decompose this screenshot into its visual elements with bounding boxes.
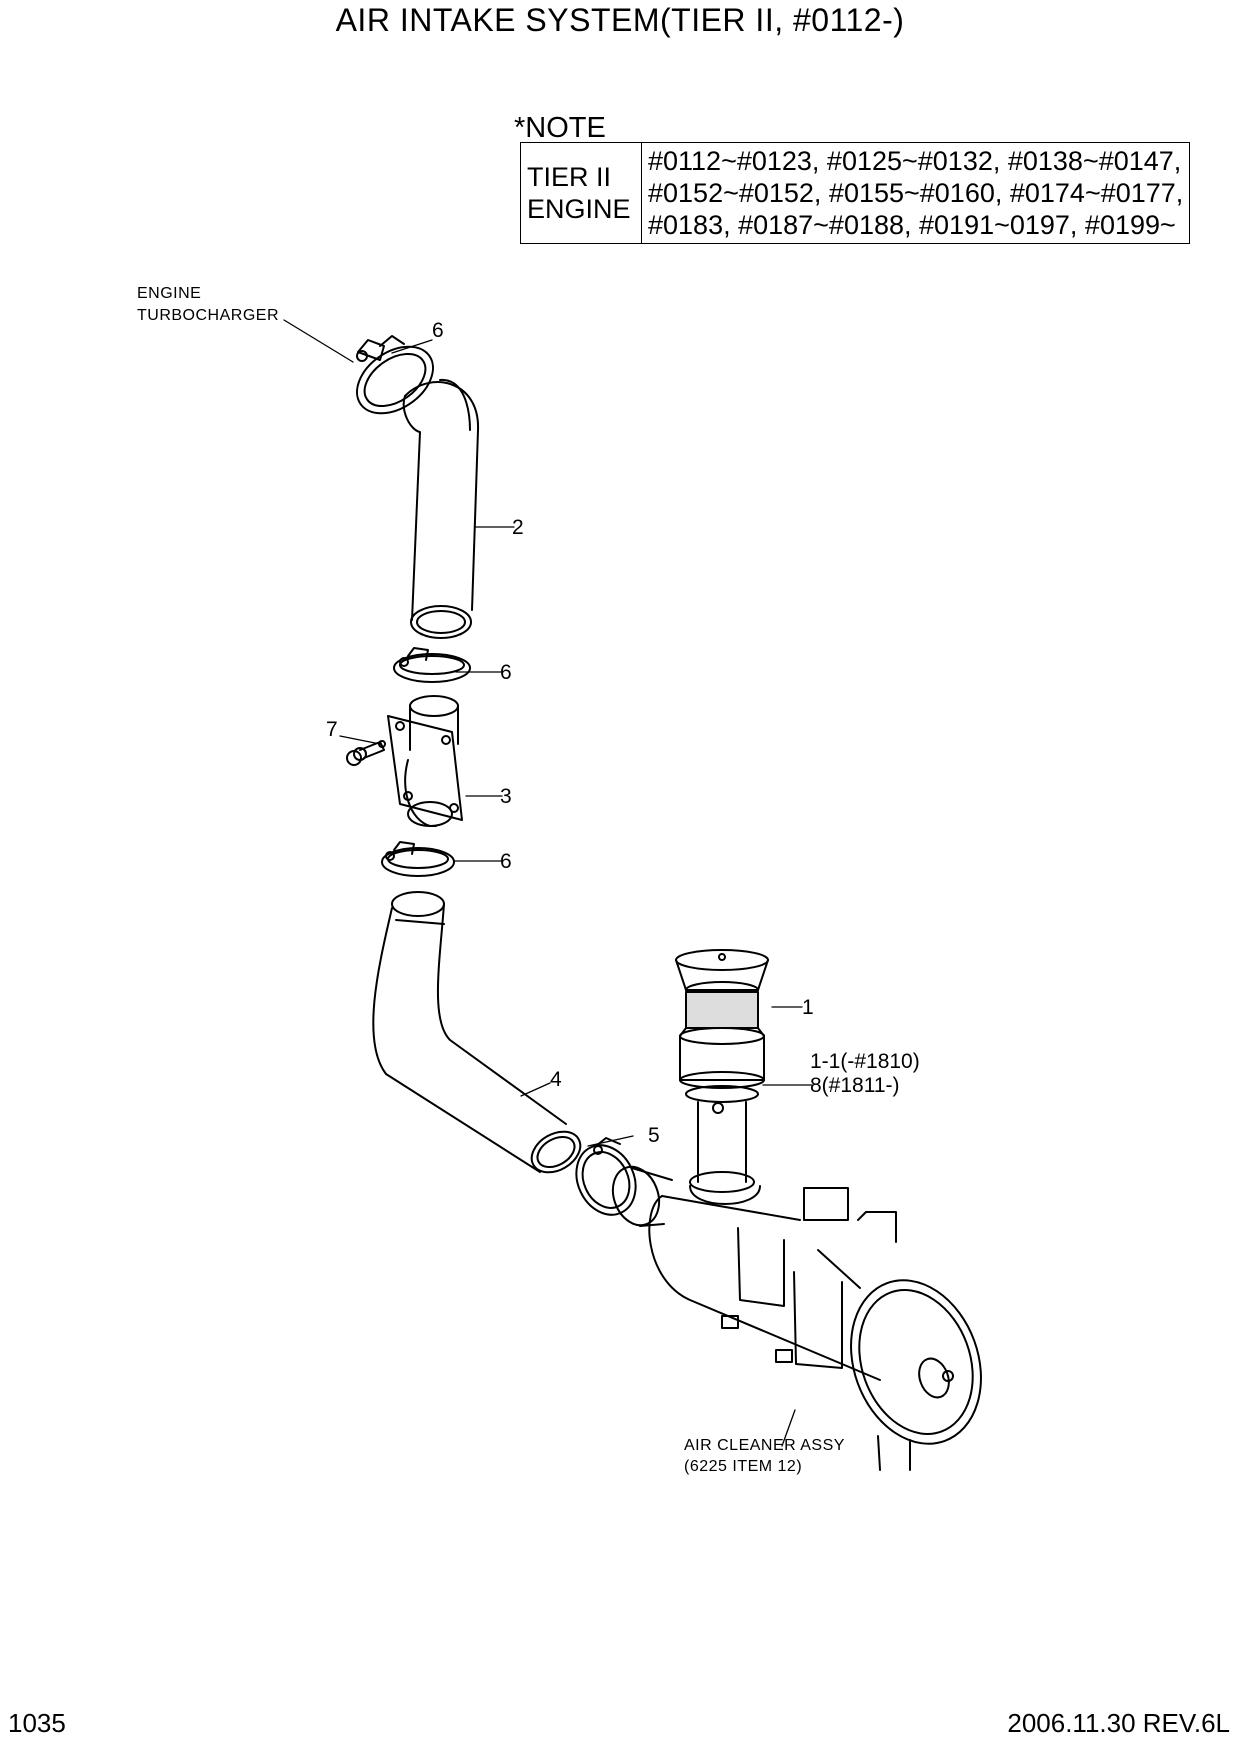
serial-line-2: #0152~#0152, #0155~#0160, #0174~#0177, (648, 178, 1184, 208)
hose-clamp-5 (575, 1137, 637, 1216)
date-revision: 2006.11.30 REV.6L (1007, 1708, 1230, 1738)
note-header-line-2: ENGINE (527, 194, 631, 224)
note-label: *NOTE (514, 112, 606, 144)
engine-label: ENGINE (137, 285, 202, 302)
leader-lines (283, 319, 813, 1447)
hose-clamp-low (381, 841, 455, 877)
air-cleaner-label: AIR CLEANER ASSY (684, 1437, 845, 1454)
callout-1: 1 (802, 996, 814, 1019)
callout-7: 7 (326, 718, 338, 741)
page-title: AIR INTAKE SYSTEM(TIER II, #0112-) (335, 2, 905, 38)
adapter-flange-3 (387, 695, 463, 827)
turbocharger-label: TURBOCHARGER (137, 307, 280, 324)
air-cleaner-assy (611, 949, 982, 1471)
callout-6-top: 6 (432, 319, 444, 342)
callout-1-1: 1-1(-#1810) (810, 1050, 920, 1073)
note-header-line-1: TIER II (527, 162, 612, 192)
air-cleaner-ref: (6225 ITEM 12) (684, 1458, 803, 1475)
callout-8: 8(#1811-) (810, 1074, 900, 1097)
callout-6-mid: 6 (500, 661, 512, 684)
hose-clamp-top (356, 335, 434, 415)
hose-2 (402, 378, 480, 639)
hose-4 (372, 891, 582, 1174)
note-table: TIER II ENGINE #0112~#0123, #0125~#0132,… (520, 142, 1191, 244)
bolt-7 (346, 740, 386, 766)
page-number: 1035 (8, 1708, 66, 1738)
callout-5: 5 (648, 1124, 660, 1147)
callout-6-low: 6 (500, 850, 512, 873)
callout-4: 4 (550, 1068, 562, 1091)
serial-line-1: #0112~#0123, #0125~#0132, #0138~#0147, (648, 146, 1182, 176)
hose-clamp-mid (393, 647, 471, 683)
note-row-header: TIER II ENGINE (520, 142, 642, 244)
note-row: TIER II ENGINE #0112~#0123, #0125~#0132,… (520, 142, 1191, 244)
callout-2: 2 (512, 516, 524, 539)
callout-3: 3 (500, 785, 512, 808)
note-serial-cell: #0112~#0123, #0125~#0132, #0138~#0147, #… (640, 142, 1191, 244)
serial-line-3: #0183, #0187~#0188, #0191~0197, #0199~ (648, 210, 1176, 240)
